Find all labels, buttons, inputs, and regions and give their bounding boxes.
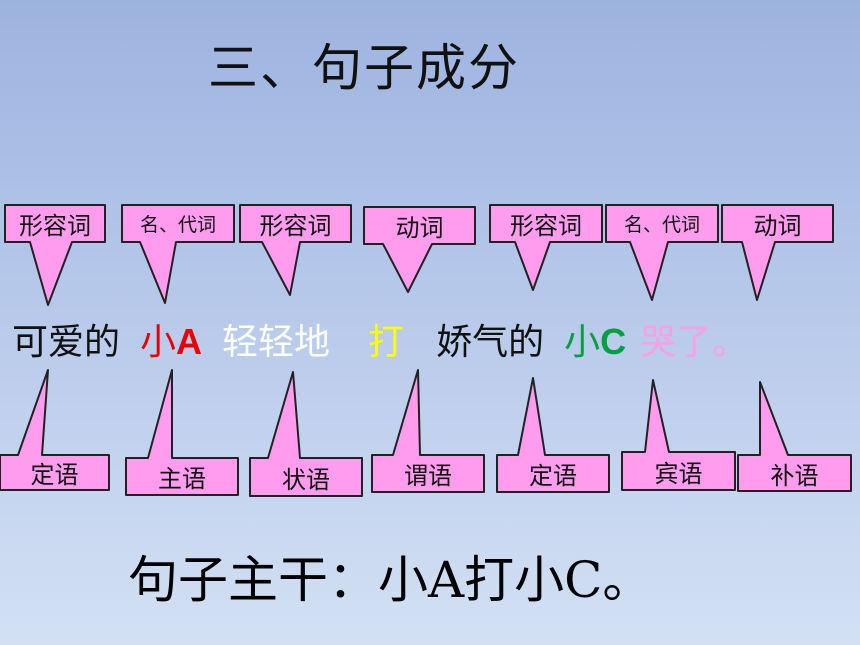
top-label-6: 名、代词 <box>623 214 700 236</box>
word-complement: 哭了。 <box>640 322 749 363</box>
bottom-label-7: 补语 <box>770 461 819 490</box>
slide-title: 三、句子成分 <box>208 39 520 97</box>
top-label-2: 名、代词 <box>139 214 216 236</box>
top-callout-5 <box>489 204 603 291</box>
top-callout-7 <box>721 204 834 301</box>
word-noun-xiao-c: 小C <box>564 321 627 363</box>
bottom-label-2: 主语 <box>158 465 206 493</box>
bottom-callout-3 <box>249 371 363 497</box>
word-verb-da: 打 <box>368 322 405 363</box>
top-label-5: 形容词 <box>510 212 582 240</box>
bottom-label-3: 状语 <box>282 465 330 494</box>
bottom-callout-4 <box>371 369 485 493</box>
bottom-label-1: 定语 <box>30 461 79 489</box>
bottom-callout-2 <box>125 369 239 496</box>
word-adjective-1: 可爱的 <box>12 322 121 363</box>
top-callout-1 <box>4 204 106 306</box>
top-callout-6 <box>605 204 719 301</box>
top-callout-3 <box>239 204 352 296</box>
word-noun-xiao-a: 小A <box>140 321 203 363</box>
top-label-3: 形容词 <box>259 212 332 240</box>
top-callout-4 <box>363 206 476 293</box>
top-label-7: 动词 <box>753 212 802 240</box>
bottom-callout-6 <box>621 379 736 491</box>
example-sentence: 可爱的 小A 轻轻地 打 娇气的 小C 哭了。 <box>12 312 748 366</box>
bottom-callout-5 <box>496 377 610 493</box>
top-label-1: 形容词 <box>19 212 91 240</box>
top-label-4: 动词 <box>395 214 444 242</box>
bottom-label-6: 宾语 <box>654 459 703 488</box>
bottom-callout-1 <box>0 369 110 491</box>
bottom-label-5: 定语 <box>529 462 577 490</box>
bottom-callout-7 <box>737 381 852 492</box>
word-adjective-2: 娇气的 <box>436 322 545 363</box>
bottom-label-4: 谓语 <box>404 462 452 490</box>
top-callout-2 <box>121 204 235 304</box>
sentence-trunk: 句子主干：小A打小C。 <box>128 551 653 609</box>
word-adverb: 轻轻地 <box>222 322 331 363</box>
